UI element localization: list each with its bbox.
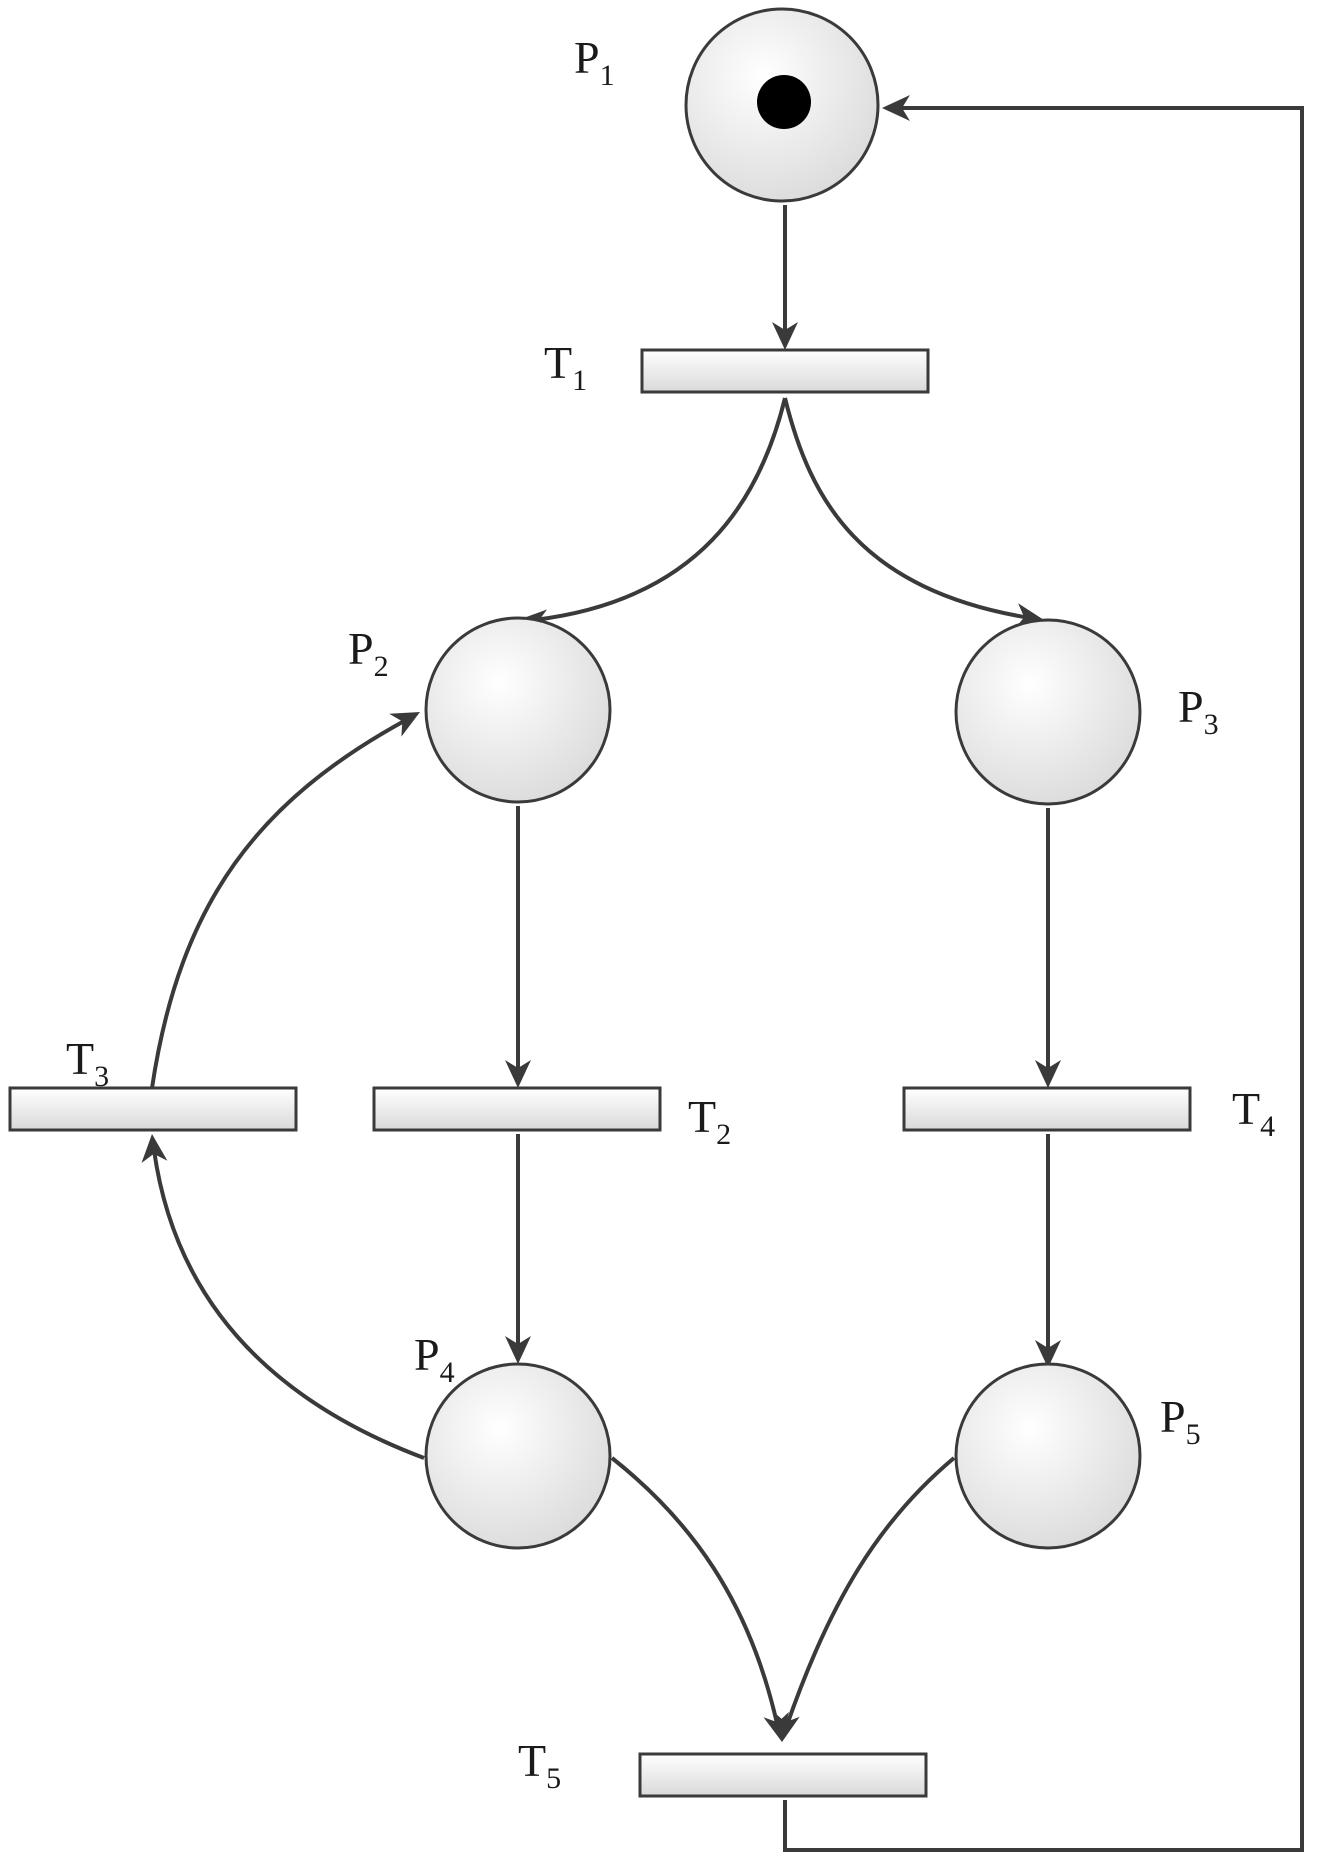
transition-label-t1: T1 — [544, 337, 587, 397]
arrowhead-icon — [882, 95, 910, 121]
transition-t4[interactable]: T4 — [902, 1083, 1275, 1143]
arc-t5-p1 — [783, 106, 1304, 1852]
place-p2[interactable]: P2 — [348, 616, 612, 804]
arc-t3-p2 — [150, 718, 407, 1089]
place-label-p1: P1 — [574, 32, 615, 92]
transition-label-t5: T5 — [518, 1735, 561, 1795]
arcs-layer — [141, 95, 1304, 1852]
arc-t1-p3 — [783, 397, 1031, 620]
place-p4[interactable]: P4 — [414, 1329, 612, 1550]
arrowhead-icon — [774, 1712, 800, 1742]
arrowhead-icon — [1035, 1340, 1061, 1368]
transition-t1[interactable]: T1 — [544, 337, 930, 397]
place-label-p3: P3 — [1178, 681, 1219, 741]
arc-p4-t3 — [152, 1149, 425, 1460]
place-label-p4: P4 — [414, 1329, 455, 1389]
transition-t3[interactable]: T3 — [8, 1033, 298, 1132]
arrowhead-icon — [389, 712, 420, 737]
arc-t1-p2 — [533, 397, 787, 622]
arc-p4-t5 — [610, 1456, 780, 1729]
transition-t2[interactable]: T2 — [372, 1086, 731, 1151]
place-p1[interactable]: P1 — [574, 7, 880, 203]
arc-p5-t5 — [784, 1456, 956, 1729]
arrowhead-icon — [1035, 1060, 1061, 1088]
transition-t5[interactable]: T5 — [518, 1735, 928, 1798]
arrowhead-icon — [772, 322, 798, 350]
arrowhead-icon — [505, 1336, 531, 1364]
transition-label-t3: T3 — [66, 1033, 109, 1093]
arrowhead-icon — [141, 1134, 168, 1163]
token-icon — [757, 75, 811, 129]
transition-label-t4: T4 — [1232, 1083, 1275, 1143]
place-label-p5: P5 — [1160, 1391, 1201, 1451]
place-p5[interactable]: P5 — [954, 1362, 1201, 1550]
transition-label-t2: T2 — [688, 1091, 731, 1151]
arrowhead-icon — [505, 1060, 531, 1088]
place-p3[interactable]: P3 — [954, 618, 1219, 806]
place-label-p2: P2 — [348, 623, 389, 683]
